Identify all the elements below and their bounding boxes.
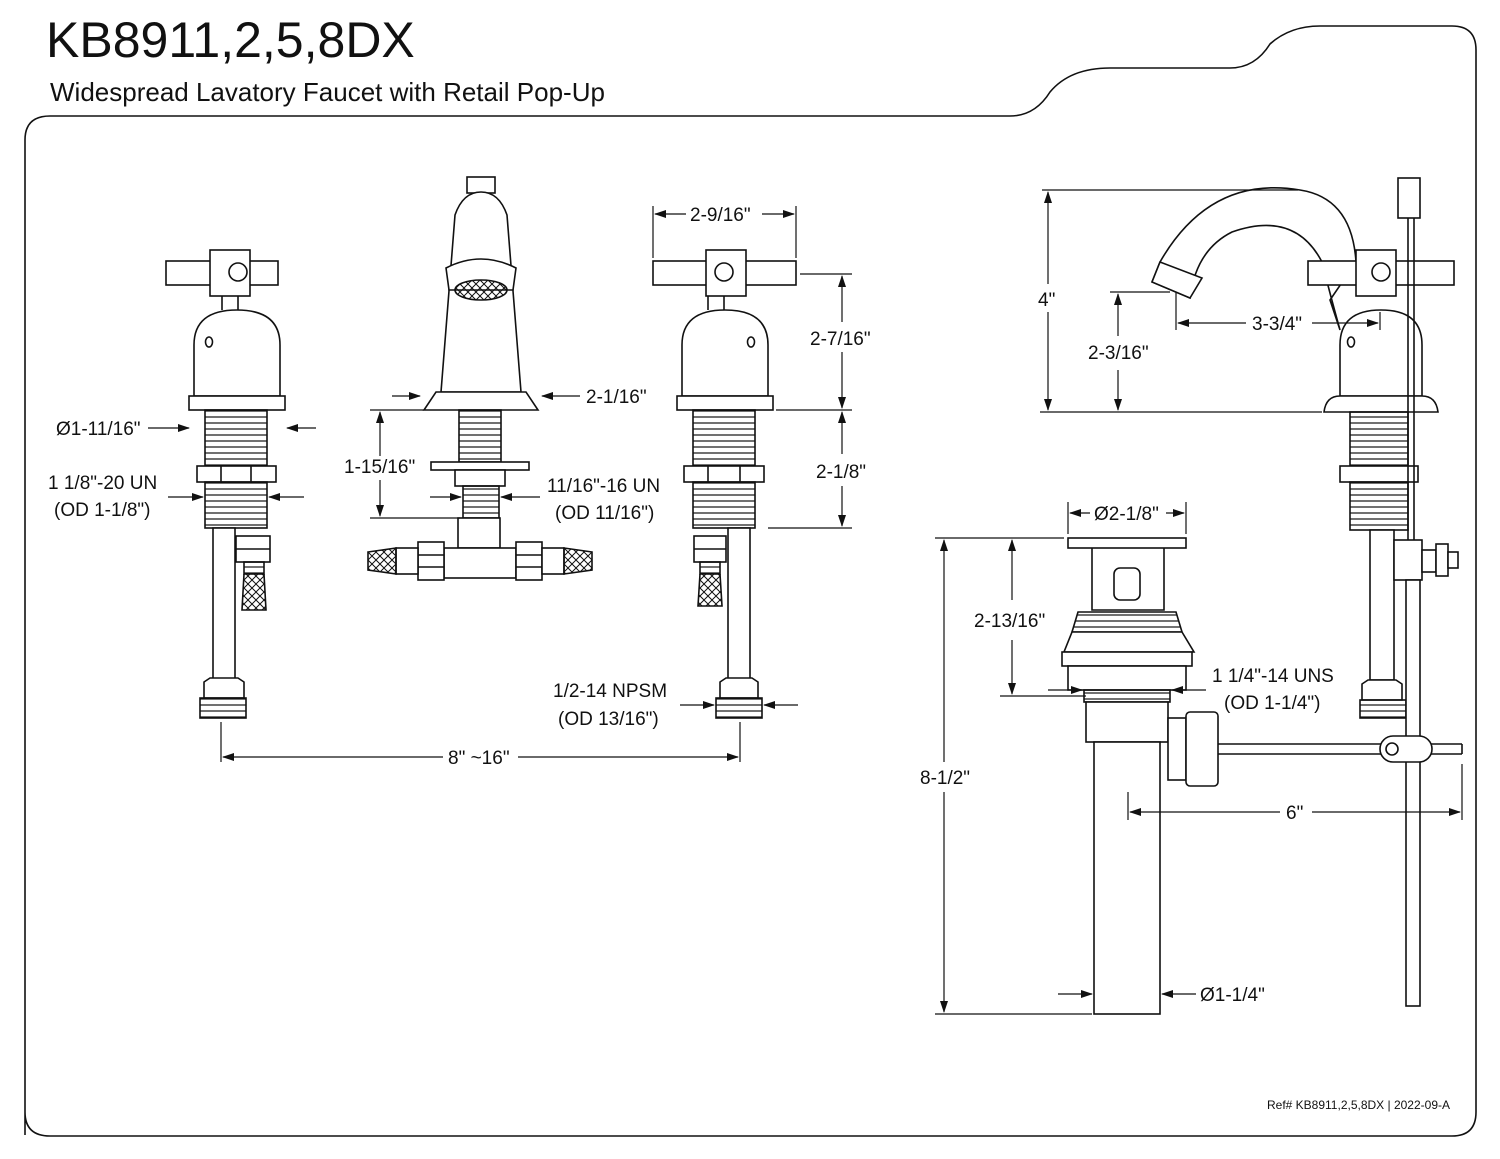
dim-spout-shank-length: 1-15/16" [344,457,415,478]
model-number: KB8911,2,5,8DX [46,12,415,68]
dim-drain-thread-od: (OD 1-1/4") [1224,693,1320,714]
spout-view [367,176,593,581]
dim-drain-body-length: 2-13/16" [974,611,1045,632]
product-description: Widespread Lavatory Faucet with Retail P… [50,77,605,107]
dim-drain-flange-diameter: Ø2-1/8" [1094,504,1159,525]
dim-handle-diameter: Ø1-11/16" [56,419,141,440]
dim-spout-thread: 11/16"-16 UN [547,476,660,497]
dim-supply-thread: 1/2-14 NPSM [553,681,667,702]
dim-drain-thread: 1 1/4"-14 UNS [1212,666,1334,687]
right-handle-view [652,249,797,719]
dim-handle-shank-length: 2-1/8" [816,462,866,483]
dim-spout-height: 4" [1038,290,1055,311]
dim-drain-total-length: 8-1/2" [920,768,970,789]
dim-spout-thread-od: (OD 11/16") [555,503,654,524]
dim-tailpiece-diameter: Ø1-1/4" [1200,985,1265,1006]
dim-handle-thread: 1 1/8"-20 UN [48,473,157,494]
side-view [1061,177,1463,1015]
dimension-lines [148,189,1463,1015]
dim-pivot-rod-length: 6" [1286,803,1303,824]
drawing-reference: Ref# KB8911,2,5,8DX | 2022-09-A [1267,1098,1450,1112]
dim-aerator-height: 2-3/16" [1088,343,1149,364]
dim-handle-thread-od: (OD 1-1/8") [54,500,150,521]
dim-spout-base-width: 2-1/16" [586,387,647,408]
sheet-frame [24,25,1477,1137]
dim-handle-width: 2-9/16" [690,205,751,226]
left-handle-view [165,249,286,719]
dim-handle-height: 2-7/16" [810,329,871,350]
dim-spout-reach: 3-3/4" [1252,314,1302,335]
dim-supply-thread-od: (OD 13/16") [558,709,659,730]
dim-spread: 8" ~16" [448,748,510,769]
